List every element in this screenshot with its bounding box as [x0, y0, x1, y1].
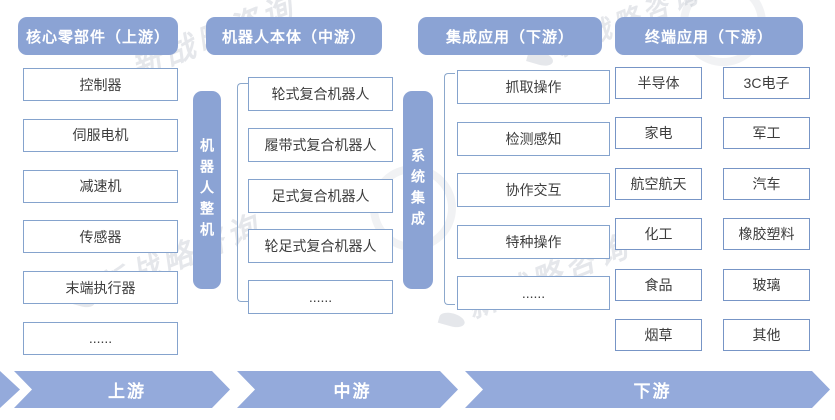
banner-midstream-label: 中游 [333, 382, 372, 401]
list-item: 履带式复合机器人 [248, 127, 393, 162]
terminal-applications-list-right: 3C电子军工汽车橡胶塑料玻璃其他 [723, 67, 810, 351]
list-item: 家电 [615, 117, 702, 150]
list-item: 末端执行器 [23, 271, 178, 305]
banner-segment-midstream: 中游 [237, 371, 458, 408]
list-item: 检测感知 [457, 121, 610, 156]
list-item: 协作交互 [457, 173, 610, 207]
integrated-applications-list: 抓取操作检测感知协作交互特种操作...... [457, 70, 610, 310]
list-item: ...... [23, 321, 178, 355]
header-core-components: 核心零部件（上游） [18, 17, 178, 55]
list-item: 半导体 [615, 67, 702, 99]
robot-whole-machine-bar: 机器人整机 [193, 91, 221, 289]
list-item: 食品 [615, 268, 702, 301]
list-item: 伺服电机 [23, 118, 178, 152]
list-item: 航空航天 [615, 167, 702, 200]
list-item: 烟草 [615, 318, 702, 351]
list-item: 特种操作 [457, 224, 610, 259]
header-integrated-application: 集成应用（下游） [418, 17, 602, 55]
list-item: 3C电子 [723, 67, 810, 99]
list-item: 其他 [723, 318, 810, 351]
banner-segment-upstream: 上游 [14, 371, 230, 408]
list-item: 减速机 [23, 169, 178, 203]
list-item: 汽车 [723, 167, 810, 200]
bracket-robot-bodies [237, 83, 248, 302]
terminal-applications-list-left: 半导体家电航空航天化工食品烟草 [615, 67, 702, 351]
list-item: 橡胶塑料 [723, 218, 810, 251]
list-item: 军工 [723, 117, 810, 150]
list-item: ...... [457, 276, 610, 310]
robot-bodies-list: 轮式复合机器人履带式复合机器人足式复合机器人轮足式复合机器人...... [248, 77, 393, 314]
list-item: 玻璃 [723, 268, 810, 301]
system-integration-bar: 系统集成 [403, 91, 433, 289]
banner-downstream-label: 下游 [633, 382, 672, 401]
list-item: 足式复合机器人 [248, 178, 393, 213]
banner-segment-downstream: 下游 [465, 371, 830, 408]
list-item: 传感器 [23, 220, 178, 254]
list-item: 轮式复合机器人 [248, 77, 393, 111]
header-robot-body: 机器人本体（中游） [206, 17, 382, 55]
header-terminal-application: 终端应用（下游） [615, 17, 803, 55]
list-item: ...... [248, 280, 393, 314]
banner-lead-arrow-icon [0, 371, 20, 408]
list-item: 化工 [615, 218, 702, 251]
core-components-list: 控制器伺服电机减速机传感器末端执行器...... [23, 68, 178, 355]
list-item: 控制器 [23, 68, 178, 101]
list-item: 轮足式复合机器人 [248, 229, 393, 264]
list-item: 抓取操作 [457, 70, 610, 104]
watermark-swoosh-icon [437, 310, 467, 330]
bracket-integrated-applications [444, 73, 455, 305]
banner-upstream-label: 上游 [108, 382, 146, 401]
